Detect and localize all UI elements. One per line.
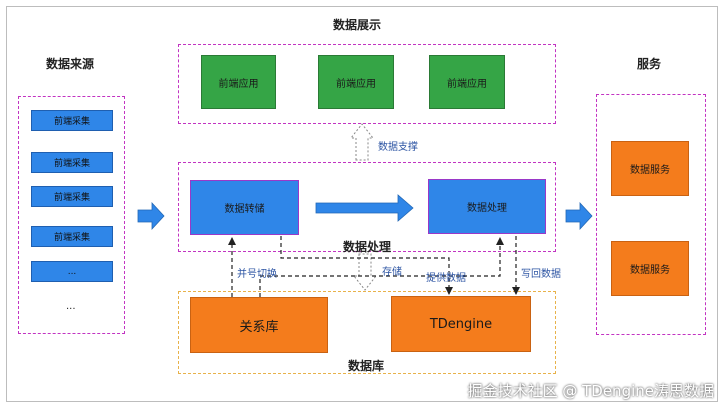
processing-zone	[178, 162, 556, 252]
source-item-2: 前端采集	[31, 152, 113, 173]
title-service: 服务	[637, 57, 662, 71]
line-relational-to-handle	[259, 237, 504, 297]
title-database: 数据库	[348, 359, 385, 373]
display-app-1: 前端应用	[201, 55, 276, 109]
service-zone	[596, 94, 706, 335]
outer-frame	[6, 6, 718, 402]
watermark: 掘金技术社区 @ TDengine涛思数据	[467, 382, 714, 400]
db-tdengine: TDengine	[391, 296, 531, 352]
display-app-2: 前端应用	[318, 55, 394, 109]
label-provide: 提供数据	[426, 273, 466, 284]
title-display: 数据展示	[333, 18, 382, 32]
arrow-transfer-to-handle	[315, 194, 414, 222]
label-writeback: 写回数据	[521, 269, 561, 280]
box-handle: 数据处理	[428, 179, 546, 234]
arrow-store	[352, 253, 378, 291]
label-store: 存储	[382, 267, 402, 278]
line-transfer-to-tdengine	[280, 236, 453, 295]
box-transfer: 数据转储	[190, 180, 299, 235]
label-support: 数据支撑	[378, 142, 418, 153]
source-zone	[18, 96, 125, 334]
title-processing: 数据处理	[343, 240, 392, 254]
label-parallel-switch: 并号切换	[237, 269, 277, 280]
service-2: 数据服务	[611, 241, 689, 296]
display-zone	[178, 44, 556, 124]
db-relational: 关系库	[190, 297, 328, 353]
title-source: 数据来源	[46, 57, 95, 71]
source-item-4: 前端采集	[31, 226, 113, 247]
display-app-3: 前端应用	[429, 55, 505, 109]
database-zone	[178, 291, 556, 374]
arrow-data-support	[349, 123, 375, 161]
source-item-3: 前端采集	[31, 186, 113, 207]
arrow-source-to-processing	[137, 201, 165, 231]
source-more: ...	[66, 301, 76, 312]
source-item-5: ...	[31, 261, 113, 282]
arrow-processing-to-service	[565, 201, 593, 231]
service-1: 数据服务	[611, 141, 689, 196]
source-item-1: 前端采集	[31, 110, 113, 131]
